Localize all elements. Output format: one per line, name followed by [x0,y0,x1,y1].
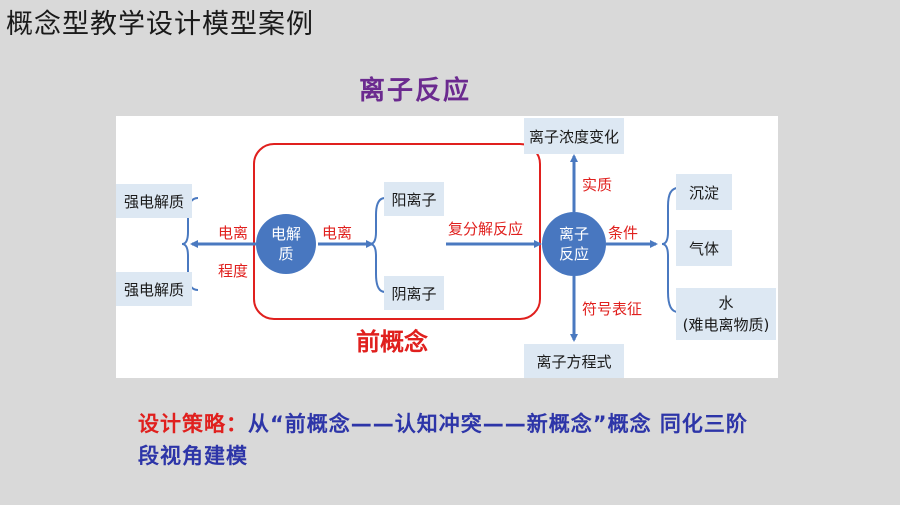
electrolyte-line-1: 电解 [270,225,301,243]
center-arrow-label: 电离 [322,224,353,242]
pre-concept-label: 前概念 [356,328,428,356]
ion-bracket [369,197,386,293]
cation-box: 阳离子 [384,182,444,216]
electrolyte-circle: 电解质 [256,214,316,274]
diagram-title: 离子反应 [358,76,471,106]
pre-concept-frame [253,143,541,320]
left-arrow-label-2: 程度 [218,262,249,280]
strategy-label: 设计策略： [138,412,248,436]
gas-box: 气体 [676,230,732,266]
electrolyte-line-2: 质 [278,245,294,263]
reaction-line-2: 反应 [558,245,589,263]
water-box: 水 (难电离物质) [676,288,776,340]
top-arrow-label: 实质 [582,176,613,194]
precipitate-box: 沉淀 [676,174,732,210]
weak-electrolyte-label: (难电离物质) [682,316,770,334]
anion-box: 阴离子 [384,276,444,310]
left-arrow-label-1: 电离 [218,224,249,242]
strategy-text: 从“前概念——认知冲突——新概念”概念 同化三阶段视角建模 [138,412,748,468]
left-box-top: 强电解质 [116,184,192,218]
bottom-arrow-label: 符号表征 [582,300,643,318]
water-label: 水 [718,294,734,312]
slide-title: 概念型教学设计模型案例 [6,9,314,40]
reaction-line-1: 离子 [558,225,589,243]
diagram-panel [116,116,778,378]
top-box: 离子浓度变化 [524,118,624,154]
reaction-arrow-label: 复分解反应 [448,220,524,238]
right-arrow-label: 条件 [608,224,639,242]
ionic-reaction-circle: 离子反应 [542,212,606,276]
design-strategy: 设计策略：从“前概念——认知冲突——新概念”概念 同化三阶段视角建模 [138,408,768,472]
bottom-box: 离子方程式 [524,344,624,378]
left-box-bottom: 强电解质 [116,272,192,306]
right-bracket [661,187,679,313]
